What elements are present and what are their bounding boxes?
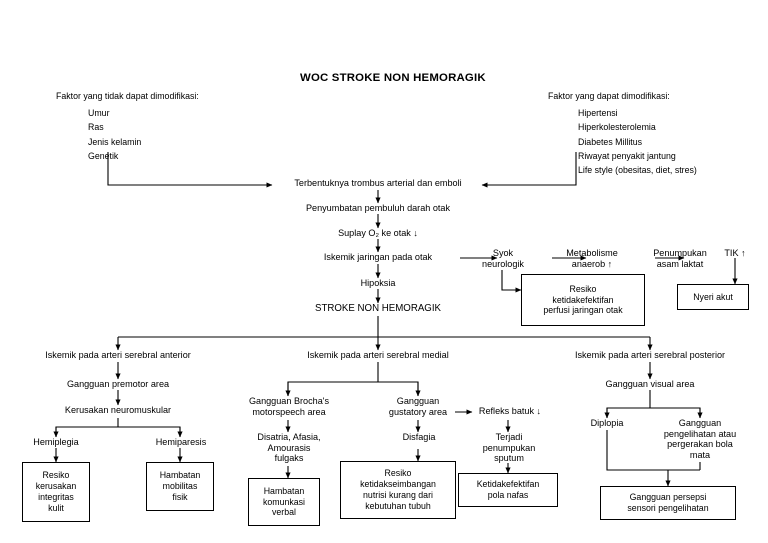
node-disatria-afasia: Disatria, Afasia, Amourasis fulgaks xyxy=(257,432,321,464)
node-iskemik-posterior: Iskemik pada arteri serebral posterior xyxy=(574,350,726,360)
node-iskemik-jaringan: Iskemik jaringan pada otak xyxy=(323,252,433,262)
node-gangguan-brocha-area: Gangguan Brocha's motorspeech area xyxy=(248,396,330,417)
node-stroke-non-hemoragik: STROKE NON HEMORAGIK xyxy=(315,303,441,314)
node-kerusakan-neuromuskular: Kerusakan neuromuskular xyxy=(64,405,172,415)
node-iskemik-medial: Iskemik pada arteri serebral medial xyxy=(307,350,449,360)
node-refleks-batuk: Refleks batuk ↓ xyxy=(478,406,542,416)
box-resiko-perfusi-jaringan-otak: Resiko ketidakefektifan perfusi jaringan… xyxy=(521,274,645,326)
box-hambatan-mobilitas-fisik: Hambatan mobilitas fisik xyxy=(146,462,214,511)
node-hipoksia: Hipoksia xyxy=(360,278,396,288)
box-gangguan-persepsi-sensori: Gangguan persepsi sensori pengelihatan xyxy=(600,486,736,520)
node-gangguan-visual-area: Gangguan visual area xyxy=(605,379,695,389)
box-ketidakefektifan-pola-nafas: Ketidakefektifan pola nafas xyxy=(458,473,558,507)
modifiable-factors-list: Hipertensi Hiperkolesterolemia Diabetes … xyxy=(578,108,697,175)
modifiable-factors-heading: Faktor yang dapat dimodifikasi: xyxy=(548,91,670,101)
node-tik: TIK ↑ xyxy=(724,248,746,258)
node-diplopia: Diplopia xyxy=(590,418,624,428)
node-gangguan-gustatory-area: Gangguan gustatory area xyxy=(388,396,448,417)
non-modifiable-factors-heading: Faktor yang tidak dapat dimodifikasi: xyxy=(56,91,199,101)
box-resiko-kerusakan-integritas-kulit: Resiko kerusakan integritas kulit xyxy=(22,462,90,522)
box-resiko-ketidakseimbangan-nutrisi: Resiko ketidakseimbangan nutrisi kurang … xyxy=(340,461,456,519)
page-title: WOC STROKE NON HEMORAGIK xyxy=(300,72,486,84)
node-disfagia: Disfagia xyxy=(402,432,436,442)
node-metabolisme-anaerob: Metabolisme anaerob ↑ xyxy=(566,248,618,269)
node-penyumbatan: Penyumbatan pembuluh darah otak xyxy=(305,203,451,213)
node-penumpukan-asam-laktat: Penumpukan asam laktat xyxy=(653,248,707,269)
node-trombus: Terbentuknya trombus arterial dan emboli xyxy=(294,178,462,188)
node-gangguan-premotor-area: Gangguan premotor area xyxy=(66,379,170,389)
node-iskemik-anterior: Iskemik pada arteri serebral anterior xyxy=(45,350,191,360)
node-syok-neurologik: Syok neurologik xyxy=(482,248,524,269)
box-nyeri-akut: Nyeri akut xyxy=(677,284,749,310)
node-suplay-oksigen: Suplay O₂ ke otak ↓ xyxy=(338,228,418,238)
node-hemiparesis: Hemiparesis xyxy=(155,437,207,447)
box-hambatan-komunikasi-verbal: Hambatan komunkasi verbal xyxy=(248,478,320,526)
node-penumpukan-sputum: Terjadi penumpukan sputum xyxy=(482,432,536,464)
non-modifiable-factors-list: Umur Ras Jenis kelamin Genetik xyxy=(88,108,142,161)
node-hemiplegia: Hemiplegia xyxy=(33,437,79,447)
node-gangguan-pengelihatan: Gangguan pengelihatan atau pergerakan bo… xyxy=(663,418,737,461)
